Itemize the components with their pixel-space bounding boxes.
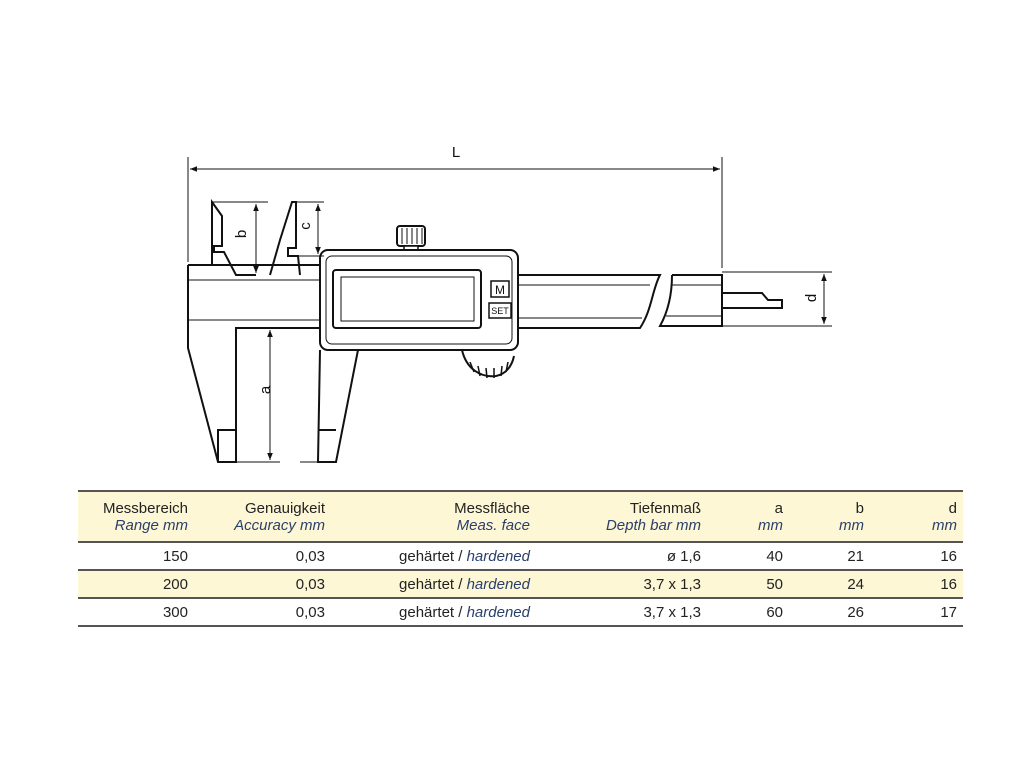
cell-face: gehärtet / hardened — [331, 570, 536, 598]
moving-jaw — [300, 349, 359, 463]
cell-face: gehärtet / hardened — [331, 598, 536, 626]
cell-range: 300 — [162, 603, 188, 621]
table-row: 150 0,03 gehärtet / hardened ø 1,6 40 21… — [78, 542, 963, 570]
dimension-b: b — [212, 201, 268, 273]
cell-b: 26 — [847, 603, 864, 621]
header-d: d — [948, 500, 957, 517]
cell-d: 16 — [940, 575, 957, 593]
cell-d: 16 — [940, 547, 957, 565]
cell-a: 40 — [766, 547, 783, 565]
header-face-en: Meas. face — [456, 517, 530, 534]
cell-a: 50 — [766, 575, 783, 593]
cell-accuracy: 0,03 — [295, 603, 325, 621]
face-separator: / — [458, 575, 463, 593]
header-face: Messfläche — [454, 500, 530, 517]
cell-accuracy: 0,03 — [295, 575, 325, 593]
label-c: c — [297, 222, 314, 230]
cell-accuracy: 0,03 — [295, 547, 325, 565]
lock-screw-icon — [396, 225, 426, 252]
face-de: gehärtet — [399, 575, 455, 593]
label-d: d — [803, 294, 820, 302]
dimension-a: a — [257, 330, 274, 460]
caliper-drawing: L — [187, 144, 832, 463]
face-en: hardened — [466, 575, 530, 593]
header-a-unit: mm — [758, 517, 783, 534]
table-header-row-en: Range mm Accuracy mm Meas. face Depth ba… — [78, 517, 963, 542]
svg-text:SET: SET — [491, 306, 509, 316]
dimension-d: d — [722, 271, 832, 327]
header-a: a — [774, 500, 783, 517]
fixed-inside-jaw — [188, 198, 256, 276]
cell-b: 21 — [847, 547, 864, 565]
dimension-L: L — [187, 144, 723, 268]
cell-a: 60 — [766, 603, 783, 621]
depth-bar — [722, 292, 783, 309]
header-range-en: Range mm — [114, 517, 188, 534]
label-b: b — [233, 230, 250, 238]
header-accuracy-en: Accuracy mm — [234, 517, 325, 534]
header-b: b — [855, 500, 864, 517]
cell-range: 200 — [162, 575, 188, 593]
fixed-jaw — [187, 265, 320, 463]
display-housing — [319, 249, 519, 351]
face-separator: / — [458, 547, 463, 565]
face-en: hardened — [466, 547, 530, 565]
table-row: 200 0,03 gehärtet / hardened 3,7 x 1,3 5… — [78, 570, 963, 598]
mode-button[interactable]: M — [490, 280, 510, 298]
face-en: hardened — [466, 603, 530, 621]
moving-inside-jaw — [269, 201, 301, 276]
svg-text:M: M — [495, 283, 505, 297]
header-b-unit: mm — [839, 517, 864, 534]
table-header-row-de: Messbereich Genauigkeit Messfläche Tiefe… — [78, 491, 963, 517]
cell-d: 17 — [940, 603, 957, 621]
header-d-unit: mm — [932, 517, 957, 534]
header-accuracy: Genauigkeit — [244, 500, 325, 517]
label-a: a — [257, 385, 274, 394]
cell-depth: 3,7 x 1,3 — [643, 575, 701, 593]
dimension-c: c — [296, 201, 324, 257]
cell-range: 150 — [162, 547, 188, 565]
cell-depth: 3,7 x 1,3 — [643, 603, 701, 621]
face-de: gehärtet — [399, 547, 455, 565]
header-depth: Tiefenmaß — [629, 500, 701, 517]
cell-depth: ø 1,6 — [666, 547, 701, 565]
set-button[interactable]: SET — [488, 302, 512, 319]
thumb-wheel-icon — [461, 349, 515, 379]
label-L: L — [452, 144, 460, 161]
header-range: Messbereich — [102, 500, 188, 517]
table-row: 300 0,03 gehärtet / hardened 3,7 x 1,3 6… — [78, 598, 963, 626]
cell-face: gehärtet / hardened — [331, 542, 536, 570]
cell-b: 24 — [847, 575, 864, 593]
header-depth-en: Depth bar mm — [605, 517, 701, 534]
face-separator: / — [458, 603, 463, 621]
face-de: gehärtet — [399, 603, 455, 621]
spec-table: Messbereich Genauigkeit Messfläche Tiefe… — [78, 490, 963, 627]
